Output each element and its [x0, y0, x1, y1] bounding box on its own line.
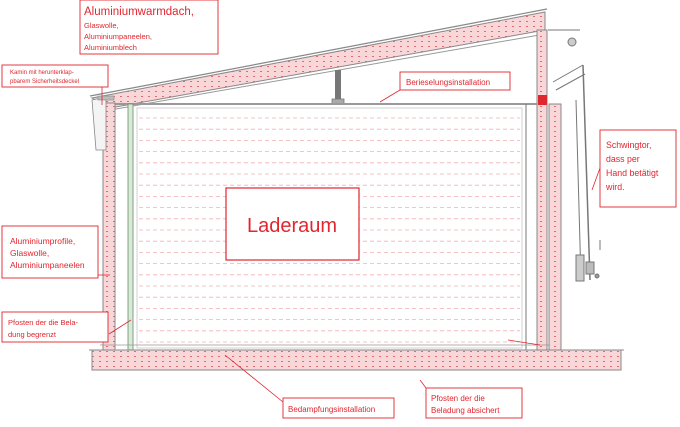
roof-label-line: Glaswolle,	[84, 21, 119, 30]
post-right-label: Pfosten der die Beladung absichert	[425, 387, 523, 419]
steam-label-text: Bedampfungsinstallation	[288, 405, 375, 414]
wall-label-line: Aluminiumprofile,	[10, 236, 75, 246]
post-right-label-line: Beladung absichert	[431, 406, 500, 415]
post-right-label-line: Pfosten der die	[431, 394, 485, 403]
left-wall	[91, 95, 134, 352]
wall-label: Aluminiumprofile, Glaswolle, Aluminiumpa…	[1, 225, 99, 279]
gate-label: Schwingtor, dass per Hand betätigt wird.	[599, 129, 677, 208]
post-left-label-line: dung begrenzt	[8, 330, 57, 339]
gate-label-line: Schwingtor,	[606, 140, 651, 150]
gate-label-line: Hand betätigt	[606, 168, 659, 178]
sprinkler-label: Berieselungsinstallation	[399, 71, 511, 91]
steam-label: Bedampfungsinstallation	[282, 397, 395, 419]
roof-label-title: Aluminiumwarmdach,	[84, 6, 194, 18]
wall-label-line: Aluminiumpaneelen	[10, 260, 85, 270]
post-left-label: Pfosten der die Bela- dung begrenzt	[1, 311, 109, 343]
gate-hinge	[538, 95, 547, 105]
gate-label-line: dass per	[606, 154, 640, 164]
roof-label: Aluminiumwarmdach, Glaswolle, Aluminiump…	[79, 0, 219, 55]
floor	[89, 344, 624, 371]
post-left-label-line: Pfosten der die Bela-	[8, 318, 79, 327]
gate-label-line: wird.	[605, 182, 625, 192]
wall-label-line: Glaswolle,	[10, 248, 49, 258]
sprinkler-label-text: Berieselungsinstallation	[406, 78, 490, 87]
cargo-space-label: Laderaum	[247, 215, 337, 237]
roof-label-line: Aluminiumblech	[84, 43, 137, 52]
cargo-space-box: Laderaum	[225, 187, 360, 261]
roof-label-line: Aluminiumpaneelen,	[84, 32, 152, 41]
chimney-label: Kamin mit herunterklap- pbarem Sicherhei…	[1, 64, 109, 88]
gate-mechanism	[548, 29, 601, 282]
roof	[89, 8, 548, 111]
leader-lines	[98, 86, 601, 403]
chimney-label-line: Kamin mit herunterklap-	[10, 70, 74, 76]
left-post	[127, 103, 134, 351]
right-wall	[525, 29, 562, 352]
chimney-label-line: pbarem Sicherheitsdeckel	[10, 79, 79, 85]
